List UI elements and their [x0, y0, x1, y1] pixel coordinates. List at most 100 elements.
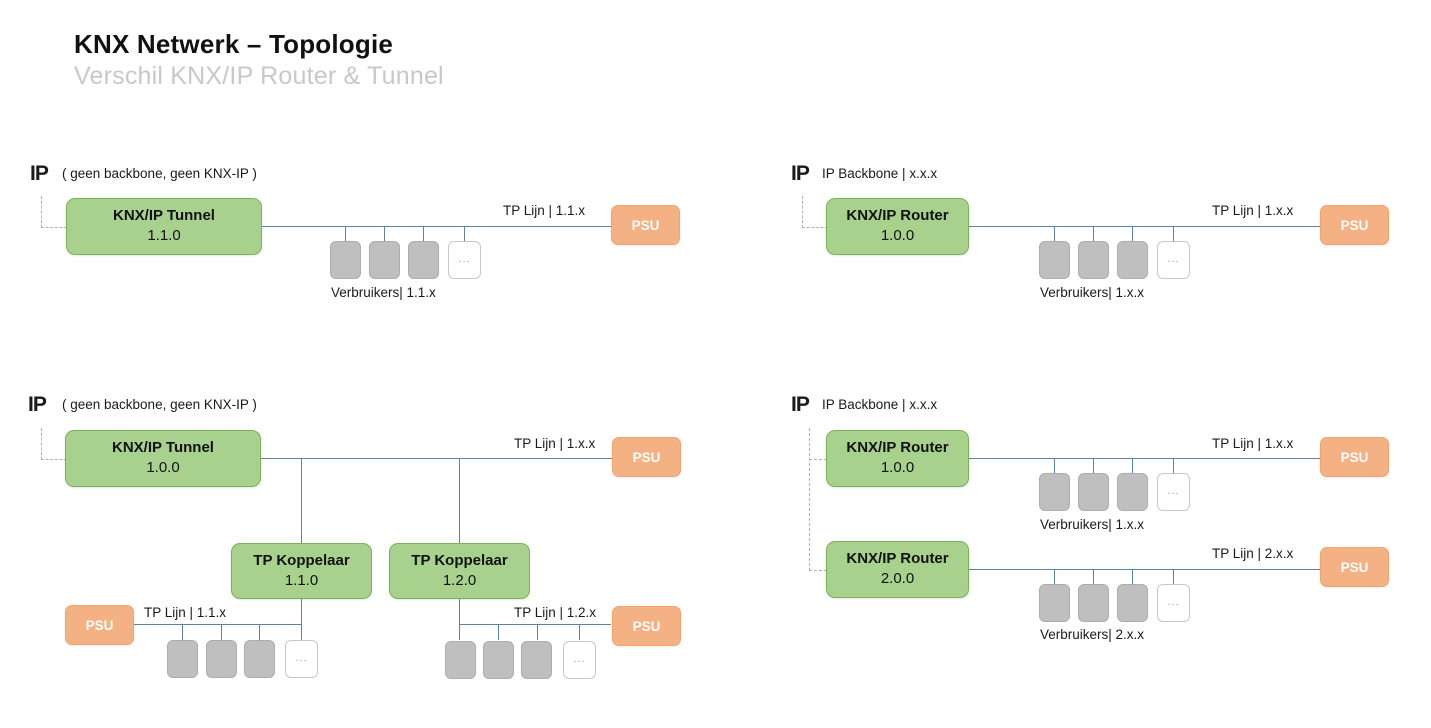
- device-drop: [423, 226, 424, 242]
- consumer-device-more[interactable]: ...: [1157, 241, 1190, 279]
- consumer-device[interactable]: [1039, 473, 1070, 511]
- psu-box-main[interactable]: PSU: [612, 437, 681, 477]
- device-drop: [1054, 569, 1055, 585]
- consumer-device[interactable]: [445, 641, 476, 679]
- psu-box-4[interactable]: PSU: [1320, 547, 1389, 587]
- consumer-device[interactable]: [167, 640, 198, 678]
- psu-box-1[interactable]: PSU: [611, 205, 680, 245]
- device-drop: [498, 624, 499, 640]
- consumer-device[interactable]: [483, 641, 514, 679]
- device-drop: [384, 226, 385, 242]
- consumer-device[interactable]: [1078, 241, 1109, 279]
- device-drop: [1054, 458, 1055, 474]
- tp-line-label-4: TP Lijn | 2.x.x: [1212, 546, 1294, 561]
- ip-mark-top-left: IP: [30, 162, 49, 185]
- ip-dashed-trunk-bottom-right: [809, 428, 810, 571]
- device-drop: [1093, 569, 1094, 585]
- tp-bus-line-2: [969, 226, 1321, 227]
- tp-bus-line-1: [262, 226, 612, 227]
- psu-box-sub-2[interactable]: PSU: [612, 606, 681, 646]
- device-address-label: 1.1.0: [147, 227, 181, 245]
- device-type-label: KNX/IP Tunnel: [112, 439, 214, 457]
- knx-ip-router-box-2[interactable]: KNX/IP Router 1.0.0: [826, 430, 969, 487]
- tp-sub-bus-line-1: [134, 624, 302, 625]
- consumers-label-4: Verbruikers| 2.x.x: [1040, 627, 1145, 642]
- tp-bus-line-4: [969, 569, 1321, 570]
- knx-ip-router-box-3[interactable]: KNX/IP Router 2.0.0: [826, 541, 969, 598]
- page-subtitle: Verschil KNX/IP Router & Tunnel: [74, 62, 444, 90]
- device-drop: [1093, 458, 1094, 474]
- device-drop: [221, 624, 222, 640]
- consumer-device[interactable]: [1078, 584, 1109, 622]
- device-drop: [1132, 458, 1133, 474]
- ip-note-bottom-right: IP Backbone | x.x.x: [822, 397, 938, 412]
- device-drop: [459, 624, 460, 640]
- device-type-label: TP Koppelaar: [411, 551, 508, 569]
- device-address-label: 2.0.0: [880, 570, 915, 588]
- consumer-device[interactable]: [206, 640, 237, 678]
- psu-box-2[interactable]: PSU: [1320, 205, 1389, 245]
- tp-sub-line-label-2: TP Lijn | 1.2.x: [514, 605, 597, 620]
- ip-dashed-trunk-top-right: [802, 196, 803, 228]
- device-drop: [1173, 226, 1174, 242]
- ip-dashed-trunk-bottom-left: [41, 428, 42, 460]
- consumer-device[interactable]: [1039, 584, 1070, 622]
- tp-sub-bus-line-2: [459, 624, 611, 625]
- device-type-label: KNX/IP Router: [846, 207, 949, 225]
- ip-mark-bottom-left: IP: [28, 393, 47, 416]
- consumer-device-more[interactable]: ...: [448, 241, 481, 279]
- ip-dashed-branch-top-right: [802, 227, 828, 228]
- device-type-label: KNX/IP Router: [846, 439, 949, 457]
- psu-box-sub-1[interactable]: PSU: [65, 605, 134, 645]
- ip-dashed-branch-router-1: [809, 459, 827, 460]
- ip-mark-top-right: IP: [791, 162, 810, 185]
- device-drop: [464, 226, 465, 242]
- tp-koppelaar-box-2[interactable]: TP Koppelaar 1.2.0: [389, 543, 530, 599]
- ip-dashed-branch-top-left: [41, 227, 67, 228]
- consumer-device[interactable]: [408, 241, 439, 279]
- knx-ip-tunnel-box-2[interactable]: KNX/IP Tunnel 1.0.0: [65, 430, 261, 487]
- knx-ip-tunnel-box-1[interactable]: KNX/IP Tunnel 1.1.0: [66, 198, 262, 255]
- consumer-device[interactable]: [1117, 241, 1148, 279]
- tp-koppelaar-box-1[interactable]: TP Koppelaar 1.1.0: [231, 543, 372, 599]
- tp-line-label-1: TP Lijn | 1.1.x: [503, 203, 586, 218]
- consumer-device[interactable]: [244, 640, 275, 678]
- page-title: KNX Netwerk – Topologie: [74, 29, 394, 59]
- consumer-device-more[interactable]: ...: [1157, 473, 1190, 511]
- tp-bus-line-3: [969, 458, 1321, 459]
- consumers-label-1: Verbruikers| 1.1.x: [331, 285, 436, 300]
- consumer-device[interactable]: [330, 241, 361, 279]
- device-drop: [1173, 569, 1174, 585]
- ip-note-bottom-left: ( geen backbone, geen KNX-IP ): [62, 397, 257, 412]
- device-drop: [1054, 226, 1055, 242]
- consumer-device[interactable]: [521, 641, 552, 679]
- psu-box-3[interactable]: PSU: [1320, 437, 1389, 477]
- ip-mark-bottom-right: IP: [791, 393, 810, 416]
- consumer-device-more[interactable]: ...: [1157, 584, 1190, 622]
- device-address-label: 1.0.0: [146, 459, 180, 477]
- consumer-device-more[interactable]: ...: [563, 641, 596, 679]
- coupler-drop-2: [459, 458, 460, 543]
- tp-main-line-label: TP Lijn | 1.x.x: [514, 436, 596, 451]
- consumer-device[interactable]: [1039, 241, 1070, 279]
- tp-line-label-3: TP Lijn | 1.x.x: [1212, 436, 1294, 451]
- device-drop: [301, 624, 302, 640]
- consumer-device[interactable]: [1117, 473, 1148, 511]
- ip-note-top-right: IP Backbone | x.x.x: [822, 166, 938, 181]
- consumer-device[interactable]: [1117, 584, 1148, 622]
- tp-sub-line-label-1: TP Lijn | 1.1.x: [144, 605, 227, 620]
- ip-dashed-branch-bottom-left: [41, 459, 67, 460]
- consumer-device[interactable]: [1078, 473, 1109, 511]
- device-drop: [579, 624, 580, 640]
- consumer-device[interactable]: [369, 241, 400, 279]
- knx-ip-router-box-1[interactable]: KNX/IP Router 1.0.0: [826, 198, 969, 255]
- device-address-label: 1.0.0: [880, 227, 915, 245]
- device-drop: [345, 226, 346, 242]
- device-drop: [1173, 458, 1174, 474]
- device-drop: [537, 624, 538, 640]
- device-type-label: KNX/IP Tunnel: [113, 207, 215, 225]
- tp-main-bus-line: [261, 458, 613, 459]
- consumer-device-more[interactable]: ...: [285, 640, 318, 678]
- device-address-label: 1.0.0: [880, 459, 915, 477]
